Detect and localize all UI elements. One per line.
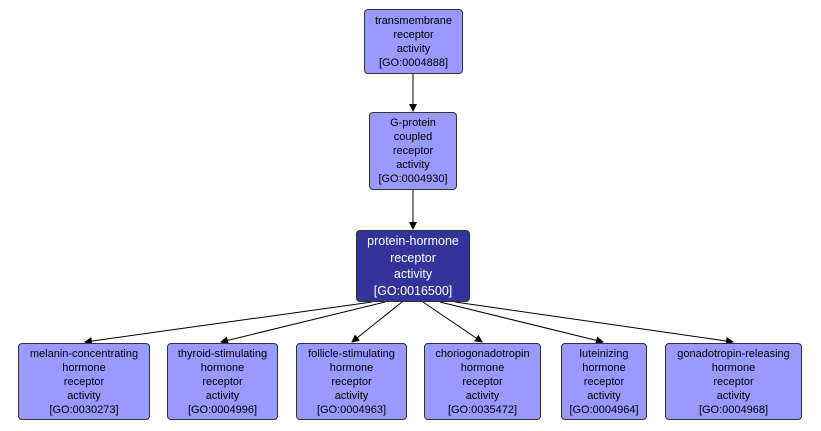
node-label-line: thyroid-stimulating (177, 347, 268, 360)
node-label-line: hormone (329, 361, 374, 374)
node-luteinizing-hormone-receptor-activity[interactable]: luteinizing hormone receptor activity [G… (561, 343, 647, 420)
node-go-id: [GO:0004888] (378, 56, 449, 69)
node-thyroid-stimulating-hormone-receptor-activity[interactable]: thyroid-stimulating hormone receptor act… (167, 343, 278, 420)
node-label-line: follicle-stimulating (308, 347, 395, 360)
node-go-id: [GO:0004996] (187, 403, 258, 416)
node-label-line: hormone (62, 361, 106, 374)
node-go-id: [GO:0035472] (447, 403, 518, 416)
node-label-line: activity (67, 389, 101, 402)
node-label-line: transmembrane (374, 14, 453, 27)
edge-to-choriogonadotropin (422, 301, 483, 343)
edge-to-gonadotropin-releasing (454, 301, 734, 345)
node-label-line: activity (393, 267, 433, 281)
node-label-line: hormone (460, 361, 505, 374)
edge-to-luteinizing (439, 301, 604, 345)
node-label-line: activity (465, 389, 500, 402)
node-label-line: melanin-concentrating (29, 347, 139, 360)
node-label-line: receptor (393, 28, 434, 41)
node-label-line: receptor (713, 375, 754, 388)
node-label-line: receptor (63, 375, 105, 388)
node-label-line: hormone (711, 361, 756, 374)
node-label-line: gonadotropin-releasing (677, 347, 790, 360)
node-gonadotropin-releasing-hormone-receptor-activity[interactable]: gonadotropin-releasing hormone receptor … (665, 343, 802, 420)
node-label-line: receptor (392, 145, 434, 157)
node-label-line: receptor (390, 250, 436, 265)
node-label-line: activity (716, 389, 751, 402)
node-label-line: choriogonadotropin (435, 347, 530, 360)
node-label-line: receptor (583, 375, 625, 388)
node-go-id: [GO:0030273] (49, 403, 119, 416)
node-label-line: hormone (200, 361, 245, 374)
node-label-line: protein-hormone (367, 234, 459, 248)
node-label-line: G-protein (390, 117, 436, 129)
node-label-line: activity (205, 389, 240, 402)
node-label-line: receptor (331, 375, 372, 388)
node-transmembrane-receptor-activity[interactable]: transmembrane receptor activity [GO:0004… (364, 9, 463, 74)
node-label-line: activity (396, 42, 431, 55)
edge-to-melanin-concentrating (84, 301, 373, 345)
node-label-line: activity (334, 389, 369, 402)
node-go-id: [GO:0004963] (316, 403, 387, 416)
node-go-id: [GO:0004930] (378, 173, 448, 185)
node-label-line: luteinizing (579, 347, 629, 360)
node-go-id: [GO:0016500] (373, 283, 453, 298)
node-choriogonadotropin-hormone-receptor-activity[interactable]: choriogonadotropin hormone receptor acti… (424, 343, 541, 420)
node-label-line: coupled (393, 131, 433, 143)
node-label-line: activity (587, 389, 621, 402)
node-follicle-stimulating-hormone-receptor-activity[interactable]: follicle-stimulating hormone receptor ac… (296, 343, 407, 420)
node-label-line: hormone (582, 361, 626, 374)
node-label-line: activity (396, 159, 430, 171)
edge-to-thyroid-stimulating (220, 301, 386, 345)
node-g-protein-coupled-receptor-activity[interactable]: G-protein coupled receptor activity [GO:… (369, 112, 457, 190)
node-protein-hormone-receptor-activity[interactable]: protein-hormone receptor activity [GO:00… (356, 230, 470, 302)
node-label-line: receptor (202, 375, 243, 388)
node-label-line: receptor (462, 375, 503, 388)
node-melanin-concentrating-hormone-receptor-activity[interactable]: melanin-concentrating hormone receptor a… (18, 343, 150, 420)
edge-to-follicle-stimulating (351, 301, 403, 343)
node-go-id: [GO:0004964] (569, 403, 639, 416)
node-go-id: [GO:0004968] (698, 403, 769, 416)
